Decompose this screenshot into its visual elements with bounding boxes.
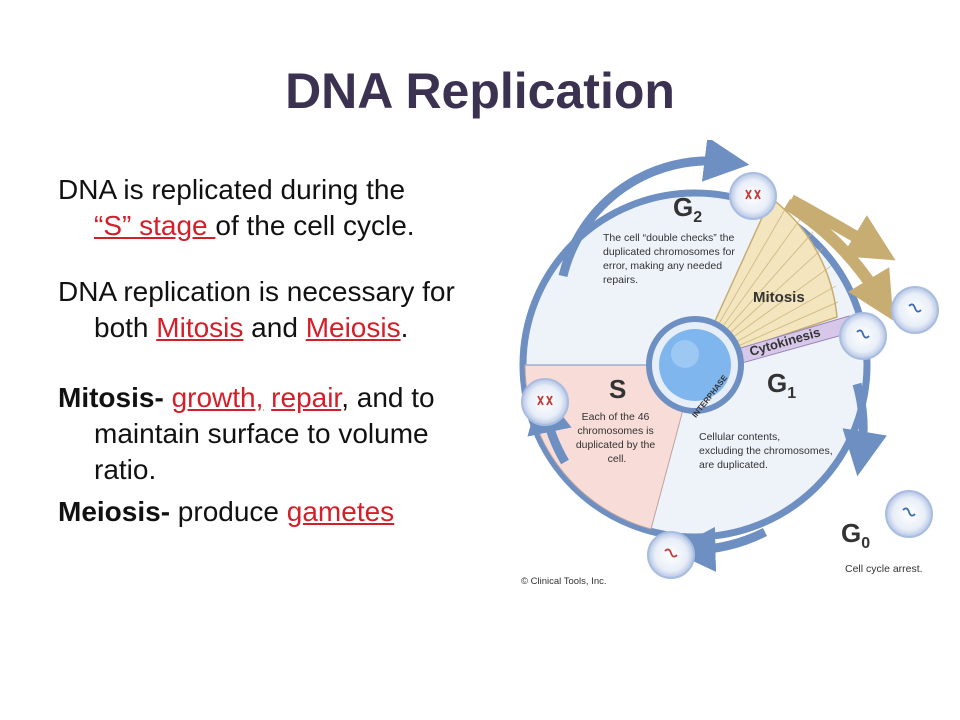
- s-desc-line: chromosomes is: [577, 425, 653, 437]
- g0-subscript: 0: [861, 535, 870, 552]
- repair-link[interactable]: repair: [271, 382, 342, 413]
- s-stage-link[interactable]: “S” stage: [94, 210, 216, 241]
- s-desc-line: duplicated by the: [576, 439, 656, 451]
- mitosis-link[interactable]: Mitosis: [156, 312, 244, 343]
- paragraph-s-stage: DNA is replicated during the “S” stage of…: [58, 172, 498, 244]
- g1-description: Cellular contents, excluding the chromos…: [699, 431, 836, 471]
- arrow-top: [558, 140, 750, 278]
- meiosis-link[interactable]: Meiosis: [305, 312, 401, 343]
- cell-icon: [521, 378, 569, 426]
- arrow-mitosis-2: [788, 194, 896, 261]
- arrow-bottom: [670, 526, 768, 572]
- gametes-link[interactable]: gametes: [286, 496, 395, 527]
- g2-desc-line: repairs.: [603, 274, 638, 286]
- g2-desc-line: error, making any needed: [603, 260, 722, 272]
- g2-subscript: 2: [693, 209, 702, 226]
- text: DNA is replicated during the: [58, 174, 406, 205]
- g1-desc-line: Cellular contents,: [699, 431, 780, 443]
- cell-icon: [647, 531, 695, 579]
- s-description: Each of the 46 chromosomes is duplicated…: [576, 411, 658, 465]
- paragraph-mitosis: Mitosis- growth, repair, and to maintain…: [58, 380, 498, 488]
- paragraph-replication-necessary: DNA replication is necessary for both Mi…: [58, 274, 498, 346]
- g2-description: The cell “double checks” the duplicated …: [603, 232, 738, 286]
- s-desc-line: cell.: [608, 453, 627, 465]
- s-label: S: [609, 374, 626, 404]
- cell-icon: [729, 172, 777, 220]
- g1-desc-line: excluding the chromosomes,: [699, 445, 833, 457]
- paragraph-meiosis: Meiosis- produce gametes: [58, 494, 498, 530]
- arrow-mitosis-1: [783, 198, 894, 321]
- mitosis-label: Mitosis: [753, 289, 805, 306]
- text: , and to maintain surface to volume rati…: [94, 382, 435, 485]
- meiosis-term: Meiosis-: [58, 496, 171, 527]
- credit-text: © Clinical Tools, Inc.: [521, 576, 607, 587]
- g2-desc-line: duplicated chromosomes for: [603, 246, 735, 258]
- g2-label: G: [673, 192, 693, 222]
- g0-label: G: [841, 518, 861, 548]
- s-desc-line: Each of the 46: [582, 411, 650, 423]
- g1-subscript: 1: [787, 385, 796, 402]
- body-text: DNA is replicated during the “S” stage of…: [58, 172, 498, 530]
- g1-desc-line: are duplicated.: [699, 459, 768, 471]
- cell-icon: [891, 286, 939, 334]
- text: DNA replication is necessary for both: [58, 276, 455, 343]
- cell-cycle-diagram: G2 The cell “double checks” the duplicat…: [505, 140, 955, 600]
- text: .: [400, 312, 409, 343]
- cell-icon: [885, 490, 933, 538]
- growth-link[interactable]: growth,: [171, 382, 264, 413]
- page-title: DNA Replication: [285, 63, 675, 119]
- g2-desc-line: The cell “double checks” the: [603, 232, 734, 244]
- cell-icon: [839, 312, 887, 360]
- svg-text:G1: G1: [767, 368, 796, 402]
- g0-description: Cell cycle arrest.: [845, 563, 923, 575]
- mitosis-fan: [693, 196, 838, 367]
- text: of the cell cycle.: [215, 210, 415, 241]
- text: produce: [170, 496, 287, 527]
- svg-text:G2: G2: [673, 192, 702, 226]
- text: and: [243, 312, 306, 343]
- arrow-g0: [842, 382, 887, 477]
- g1-label: G: [767, 368, 787, 398]
- mitosis-term: Mitosis-: [58, 382, 164, 413]
- svg-text:G0: G0: [841, 518, 870, 552]
